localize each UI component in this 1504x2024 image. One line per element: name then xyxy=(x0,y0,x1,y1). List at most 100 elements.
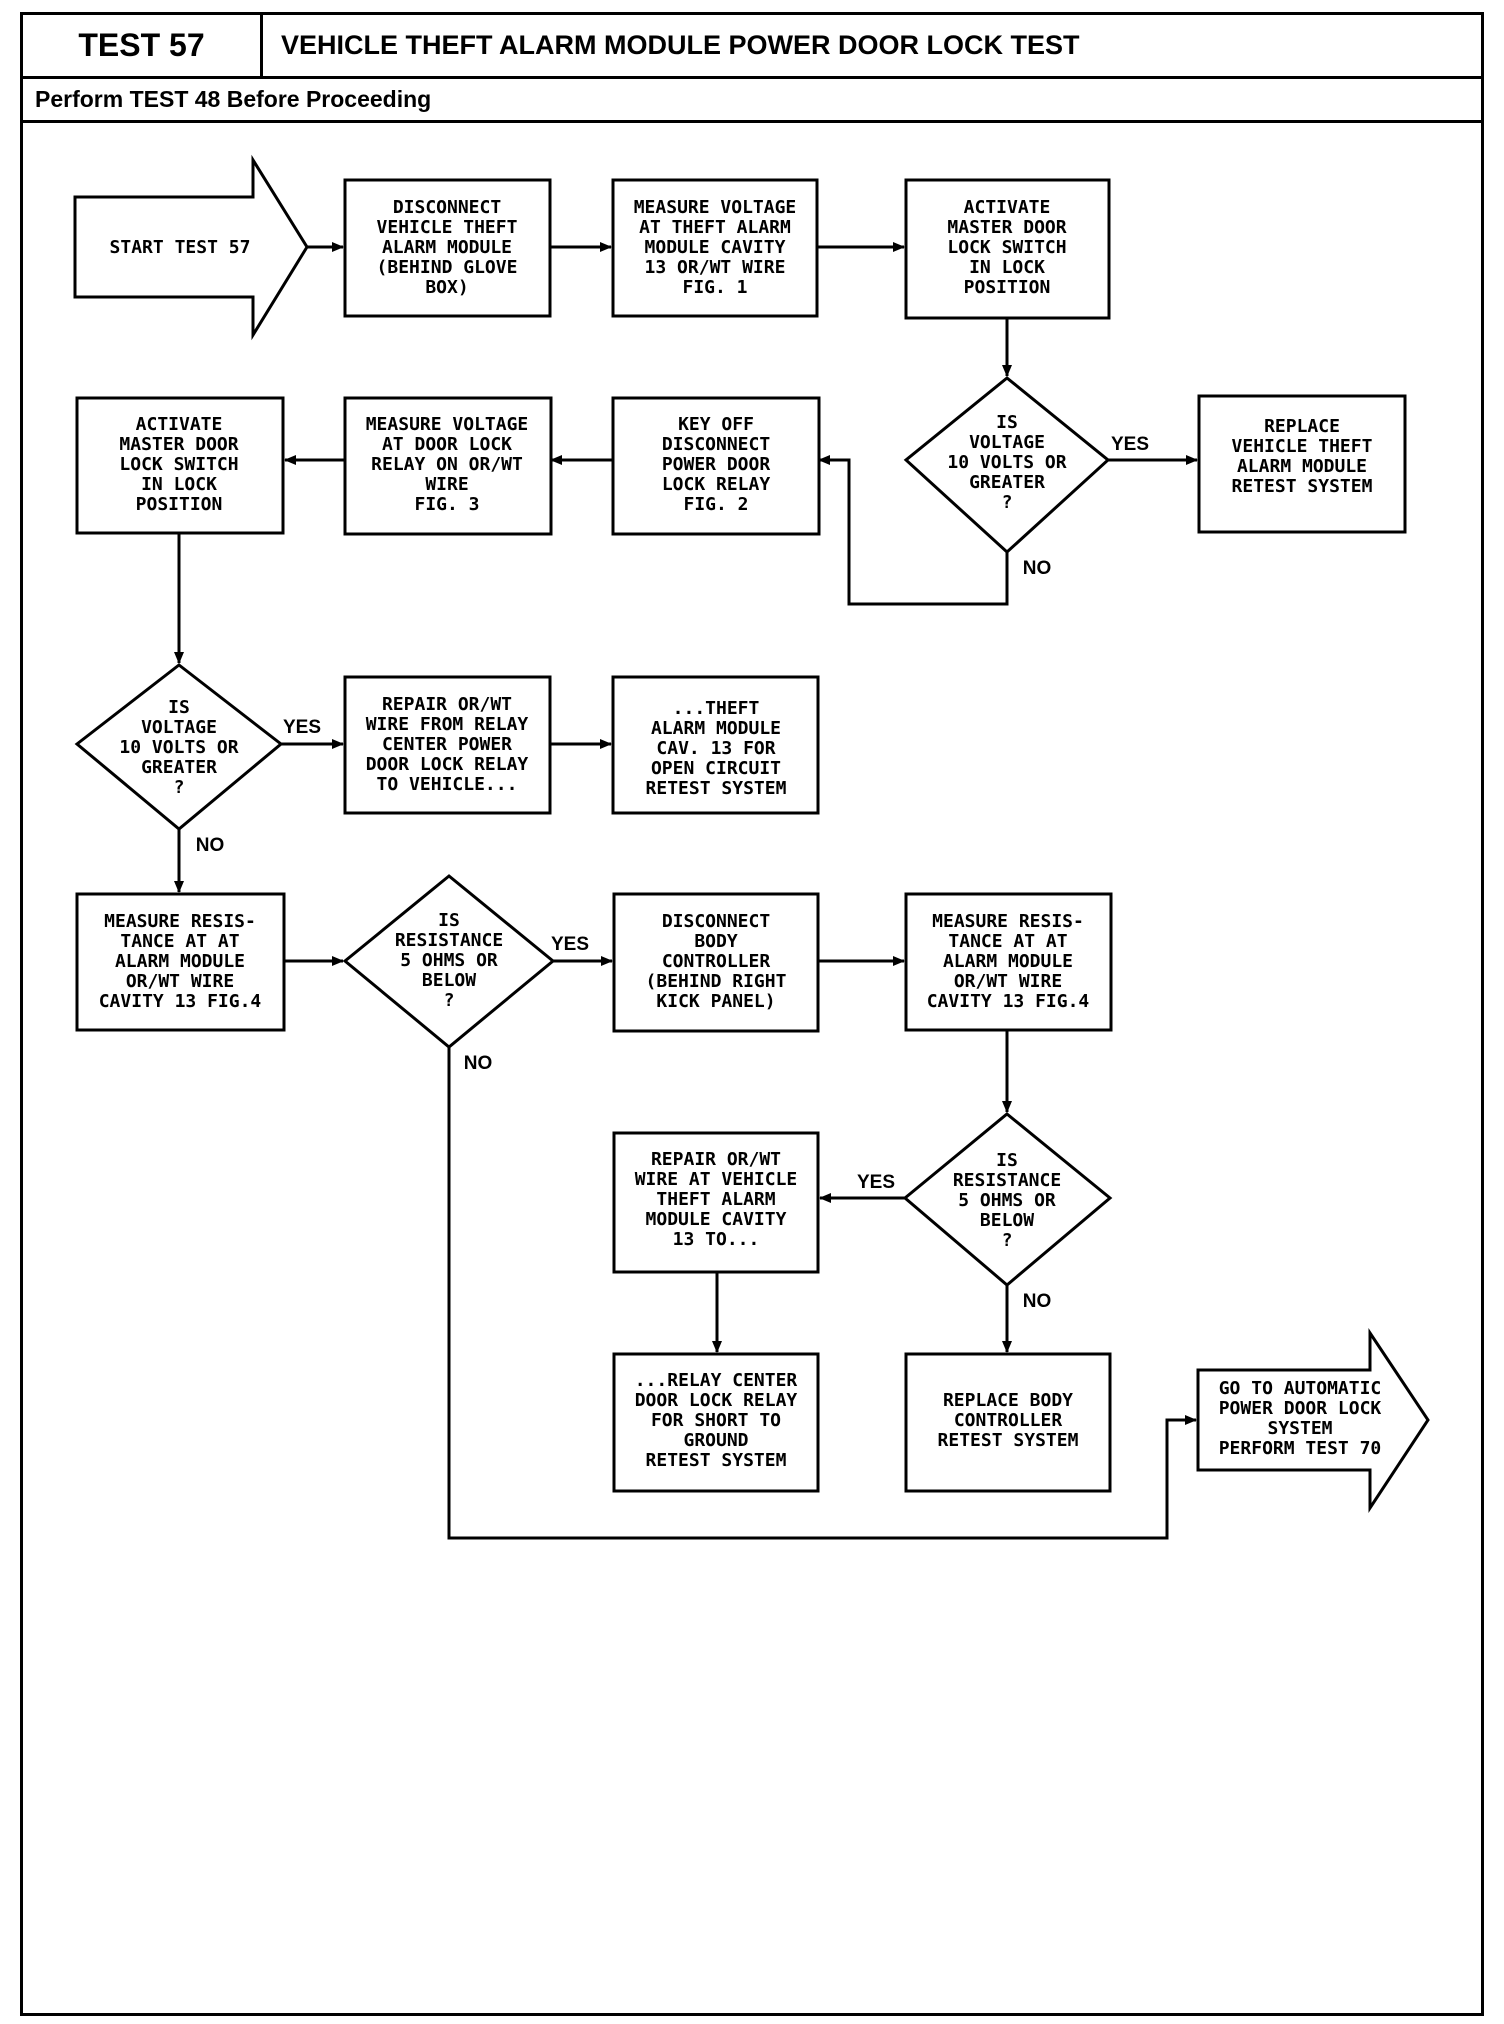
node-text-line: OR/WT WIRE xyxy=(954,971,1062,992)
node-text-line: AT DOOR LOCK xyxy=(382,434,512,455)
node-text-line: REPAIR OR/WT xyxy=(382,694,512,715)
node-text-line: WIRE AT VEHICLE xyxy=(635,1169,798,1190)
node-text-line: IS xyxy=(168,697,190,718)
node-text-line: MEASURE RESIS- xyxy=(104,911,256,932)
node-text-line: REPAIR OR/WT xyxy=(651,1149,781,1170)
node-text-line: DOOR LOCK RELAY xyxy=(366,754,529,775)
node-text-line: GREATER xyxy=(969,472,1045,493)
node-text-line: FIG. 3 xyxy=(414,494,479,515)
test-frame: TEST 57 VEHICLE THEFT ALARM MODULE POWER… xyxy=(20,12,1484,2016)
node-text-line: IS xyxy=(996,1150,1018,1171)
no-label: NO xyxy=(1023,558,1052,579)
node-text-line: 10 VOLTS OR xyxy=(947,452,1066,473)
node-text-line: MEASURE RESIS- xyxy=(932,911,1084,932)
node-text-line: RESISTANCE xyxy=(395,930,503,951)
connectors xyxy=(174,242,1198,1540)
node-text-line: FIG. 2 xyxy=(683,494,748,515)
node-text-line: REPLACE xyxy=(1264,416,1340,437)
node-text-line: MASTER DOOR xyxy=(119,434,238,455)
node-text-line: IS xyxy=(438,910,460,931)
node-text-line: POSITION xyxy=(136,494,223,515)
node-text-line: DOOR LOCK RELAY xyxy=(635,1390,798,1411)
header-row: TEST 57 VEHICLE THEFT ALARM MODULE POWER… xyxy=(23,15,1481,79)
node-text-line: 5 OHMS OR xyxy=(400,950,498,971)
yes-label: YES xyxy=(551,934,589,955)
node-text-line: RETEST SYSTEM xyxy=(1232,476,1373,497)
test-number: TEST 57 xyxy=(23,15,263,76)
node-text-line: ACTIVATE xyxy=(136,414,223,435)
node-text-line: THEFT ALARM xyxy=(656,1189,775,1210)
node-text-line: MODULE CAVITY xyxy=(646,1209,787,1230)
node-text-line: OR/WT WIRE xyxy=(126,971,234,992)
node-text-line: POSITION xyxy=(964,277,1051,298)
node-text-line: WIRE FROM RELAY xyxy=(366,714,529,735)
node-text-line: LOCK SWITCH xyxy=(947,237,1066,258)
node-text-line: TO VEHICLE... xyxy=(377,774,518,795)
node-text-line: RESISTANCE xyxy=(953,1170,1061,1191)
yes-label: YES xyxy=(857,1172,895,1193)
node-text-line: GREATER xyxy=(141,757,217,778)
node-text-line: ? xyxy=(174,777,185,798)
node-text-line: 10 VOLTS OR xyxy=(119,737,238,758)
node-text-line: ALARM MODULE xyxy=(382,237,512,258)
node-text-line: FOR SHORT TO xyxy=(651,1410,781,1431)
node-text-line: TANCE AT AT xyxy=(120,931,239,952)
node-text-line: FIG. 1 xyxy=(682,277,747,298)
node-text: START TEST 57 xyxy=(110,237,251,258)
node-text-line: GROUND xyxy=(683,1430,748,1451)
node-text-line: PERFORM TEST 70 xyxy=(1219,1438,1382,1459)
node-text-line: BOX) xyxy=(425,277,468,298)
node-text-line: MEASURE VOLTAGE xyxy=(366,414,529,435)
node-text-line: RETEST SYSTEM xyxy=(938,1430,1079,1451)
node-text-line: OPEN CIRCUIT xyxy=(651,758,781,779)
node-text-line: WIRE xyxy=(425,474,468,495)
start-node: START TEST 57 xyxy=(73,154,309,341)
node-text-line: (BEHIND GLOVE xyxy=(377,257,518,278)
arrow-decision1-no xyxy=(818,455,1009,606)
node-text-line: GO TO AUTOMATIC xyxy=(1219,1378,1382,1399)
node-text-line: POWER DOOR xyxy=(662,454,771,475)
node-text-line: VEHICLE THEFT xyxy=(377,217,518,238)
node-text-line: ...THEFT xyxy=(673,698,760,719)
yes-label: YES xyxy=(283,717,321,738)
node-text-line: IN LOCK xyxy=(141,474,217,495)
node-text-line: ? xyxy=(1002,492,1013,513)
test-title: VEHICLE THEFT ALARM MODULE POWER DOOR LO… xyxy=(281,30,1080,60)
node-text-line: CONTROLLER xyxy=(954,1410,1063,1431)
node-text-line: ALARM MODULE xyxy=(943,951,1073,972)
node-text-line: AT THEFT ALARM xyxy=(639,217,791,238)
node-text-line: ALARM MODULE xyxy=(115,951,245,972)
node-text-line: CONTROLLER xyxy=(662,951,771,972)
node-text-line: MEASURE VOLTAGE xyxy=(634,197,797,218)
node-text-line: MASTER DOOR xyxy=(947,217,1066,238)
node-text-line: CAV. 13 FOR xyxy=(656,738,775,759)
node-text-line: START TEST 57 xyxy=(110,237,251,258)
node-text-line: ALARM MODULE xyxy=(651,718,781,739)
node-text-line: CAVITY 13 FIG.4 xyxy=(99,991,262,1012)
node-text-line: MODULE CAVITY xyxy=(645,237,786,258)
node-text-line: VEHICLE THEFT xyxy=(1232,436,1373,457)
